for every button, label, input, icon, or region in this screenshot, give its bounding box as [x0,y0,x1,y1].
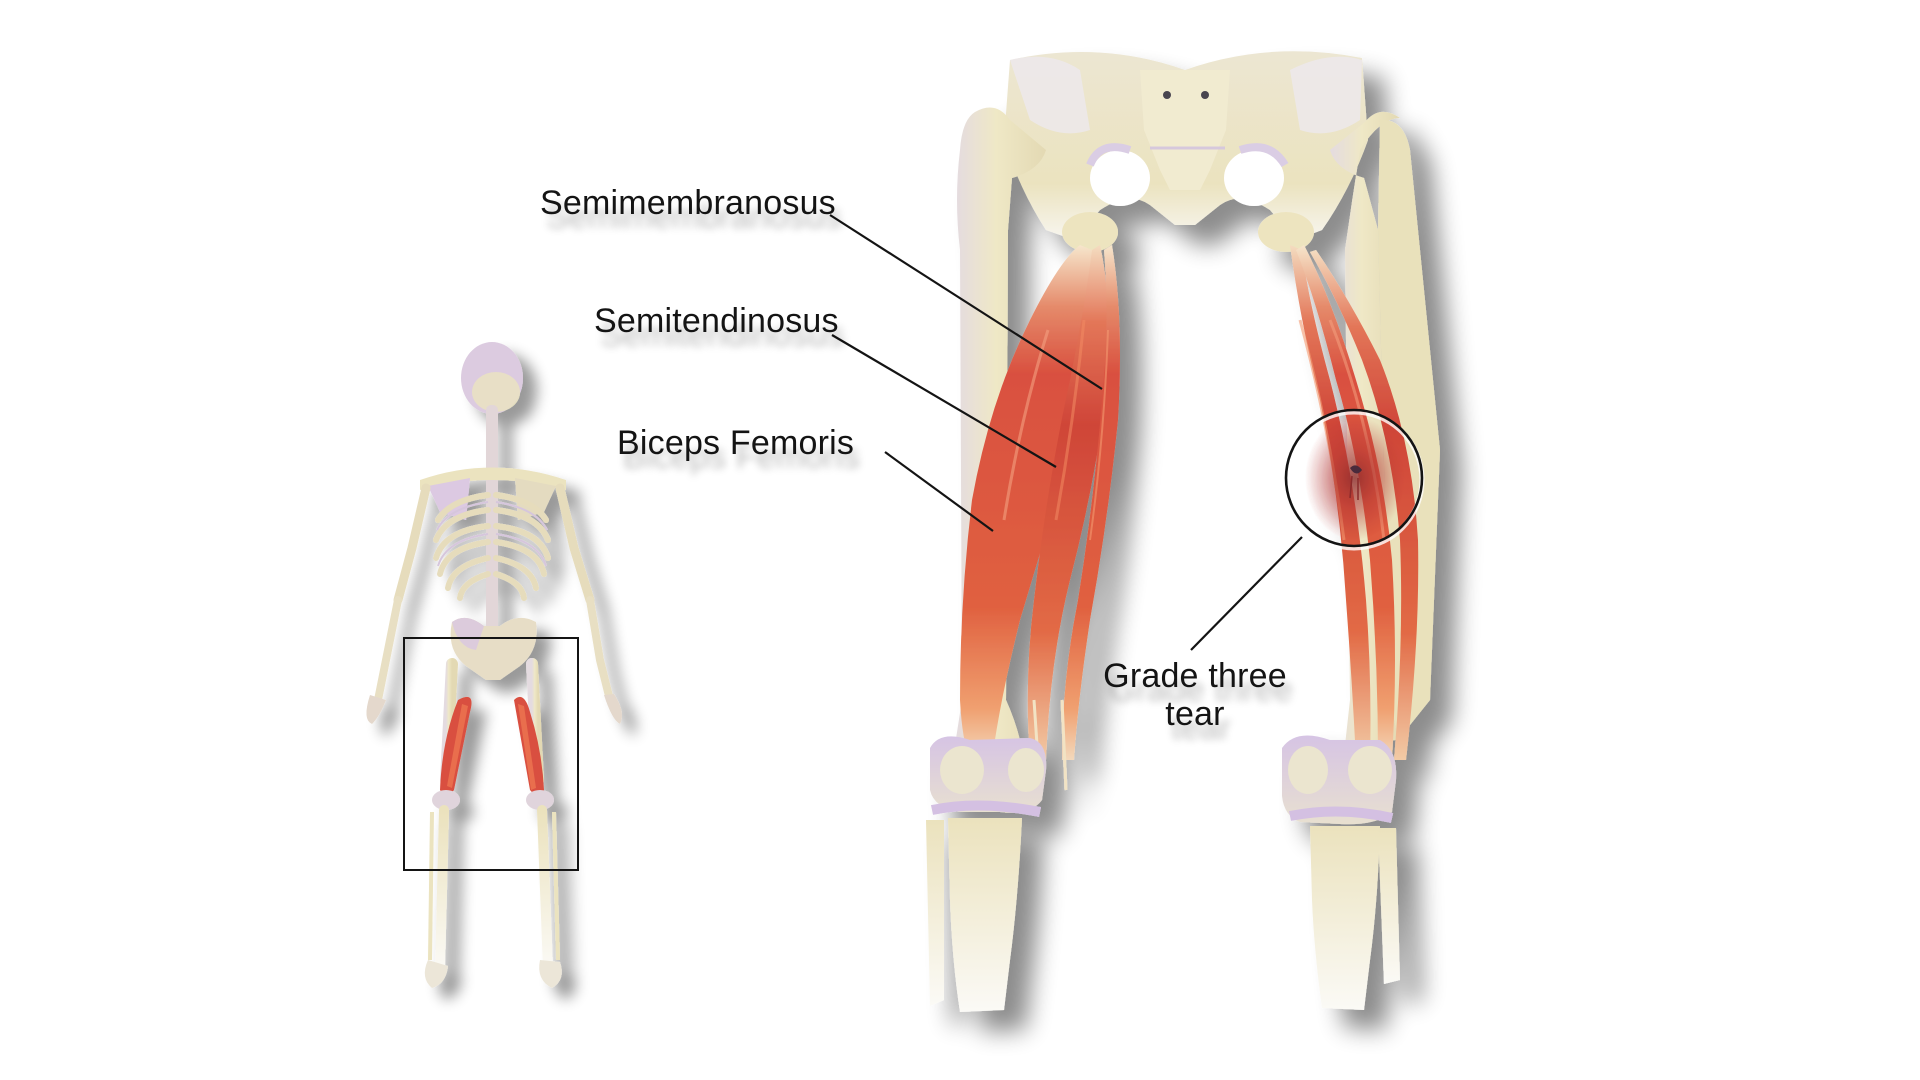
inset-highlight-box [403,637,579,871]
label-biceps-femoris: Biceps Femoris [617,424,855,462]
leader-line-tear [1190,536,1303,651]
leader-lines [829,214,1303,651]
label-tear-line2: tear [1165,695,1225,733]
label-tear-line1: Grade three [1103,657,1287,695]
leader-line-semimembranosus [829,214,1103,390]
leader-line-biceps-femoris [884,451,994,532]
large-thighs-figure [926,51,1440,1012]
leader-line-semitendinosus [831,334,1057,468]
label-semimembranosus: Semimembranosus [540,184,836,222]
label-grade-three-tear: Grade three tear [1085,657,1305,733]
inset-skeleton [366,342,622,988]
label-semitendinosus: Semitendinosus [594,302,839,340]
